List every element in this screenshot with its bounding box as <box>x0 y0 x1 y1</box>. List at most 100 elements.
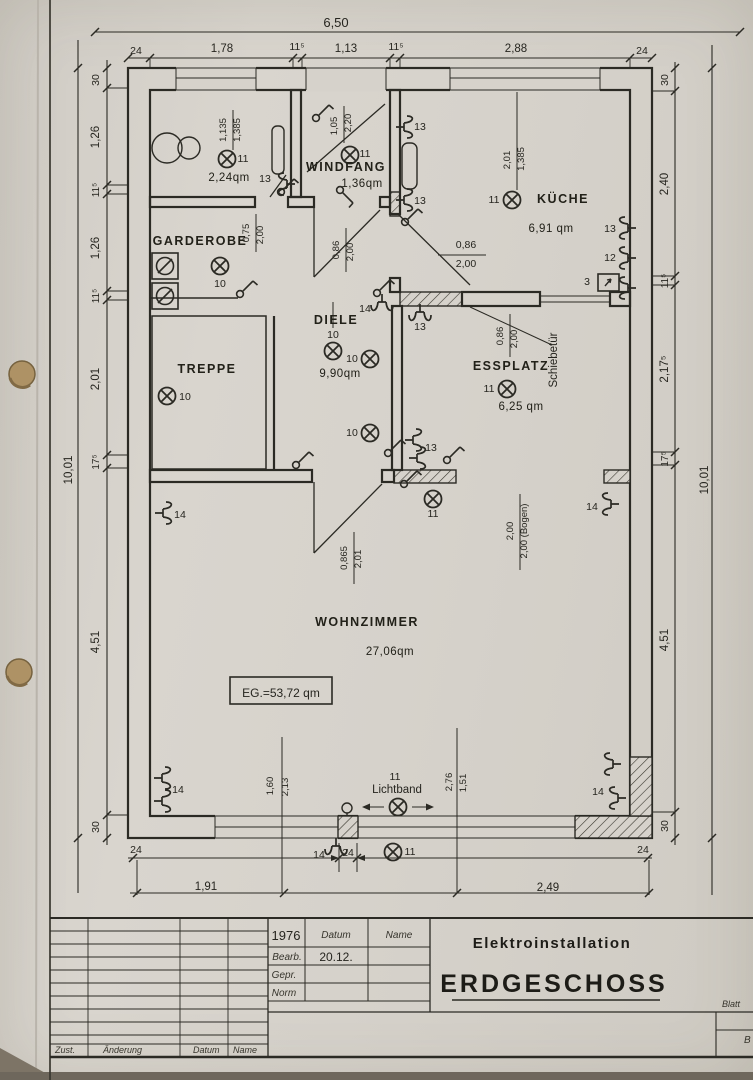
circuit-number: 14 <box>172 784 184 796</box>
dimension-label: 2,40 <box>659 173 671 195</box>
dimension-label: 30 <box>90 821 102 833</box>
dimension-label: 2,76 <box>444 773 455 792</box>
circuit-number: 11 <box>405 846 416 858</box>
circuit-number: 10 <box>214 278 226 290</box>
dimension-label: 6,50 <box>323 15 348 30</box>
year-value: 1976 <box>272 928 301 943</box>
circuit-number: 11 <box>238 153 249 165</box>
circuit-number: 13 <box>414 321 426 333</box>
room-area-label: 6,25 qm <box>498 401 543 413</box>
socket-symbol-icon <box>608 786 627 810</box>
dimension-label: 1,60 <box>265 777 276 796</box>
dimension-label: 10,01 <box>699 466 711 495</box>
devbox-symbol-icon <box>597 273 620 292</box>
circuit-number: 11 <box>390 771 401 783</box>
room-label: ESSPLATZ <box>473 359 549 373</box>
circuit-number: 12 <box>604 252 616 264</box>
datum-header: Datum <box>321 930 350 941</box>
dimension-label: 1,385 <box>516 147 527 171</box>
circuit-number: 13 <box>259 173 271 185</box>
datum-label: Datum <box>193 1045 220 1055</box>
radiator <box>401 142 418 190</box>
dimension-label: 1,91 <box>195 881 217 893</box>
switch-symbol-icon <box>400 208 424 227</box>
zust-label: Zust. <box>54 1045 75 1055</box>
annotation-label: Schiebetür <box>548 332 560 387</box>
circuit-number: 11 <box>428 508 439 520</box>
lamp-symbol-icon <box>360 349 380 369</box>
room-area-label: 1,36qm <box>341 178 382 190</box>
circuit-number: 13 <box>604 223 616 235</box>
dimension-label: 17⁵ <box>660 451 671 466</box>
dimension-label: 1,51 <box>458 774 469 793</box>
paper-crease <box>35 0 39 1080</box>
dimension-label: 2,49 <box>537 882 559 894</box>
dimension-label: 24 <box>637 844 649 856</box>
dimension-label: 1,135 <box>218 118 229 142</box>
lamp-symbol-icon <box>502 190 522 210</box>
dimension-label: 2,00 (Bogen) <box>519 504 530 559</box>
circuit-number: 11 <box>484 383 495 395</box>
socket-symbol-icon <box>370 293 394 312</box>
room-label: KÜCHE <box>537 191 589 206</box>
project-title: Elektroinstallation <box>473 935 632 952</box>
hole-punch-shadow <box>5 675 28 687</box>
hole-punch-shadow <box>8 377 31 389</box>
dimension-label: 11⁵ <box>91 183 102 198</box>
dimension-label: 2,13 <box>280 778 291 797</box>
junction-box <box>341 802 353 814</box>
aenderung-label: Änderung <box>102 1045 142 1055</box>
dimension-label: 0,86 <box>456 239 477 251</box>
room-area-label: 27,06qm <box>366 646 414 658</box>
dimension-label: 24 <box>130 844 142 856</box>
socket-symbol-icon <box>277 172 296 196</box>
socket-symbol-icon <box>153 789 172 813</box>
dimension-label: 1,26 <box>90 126 102 148</box>
dimension-label: 2,01 <box>353 550 364 569</box>
blatt-value: B <box>744 1035 751 1046</box>
dimension-label: 0,75 <box>241 224 252 243</box>
meter-symbol-icon <box>151 252 179 280</box>
room-label: WINDFANG <box>306 160 386 174</box>
lamp-symbol-icon <box>497 379 517 399</box>
socket-symbol-icon <box>618 276 637 300</box>
name-header: Name <box>386 930 413 941</box>
dimension-label: 2,88 <box>505 43 527 55</box>
circuit-number: 14 <box>313 849 325 861</box>
staircase <box>151 315 267 470</box>
socket-symbol-icon <box>601 492 620 516</box>
dimension-label: 2,00 <box>505 522 516 541</box>
photo-edge <box>0 1072 753 1080</box>
circuit-number: 10 <box>346 427 358 439</box>
circuit-number: 3 <box>584 276 590 288</box>
lamp-symbol-icon <box>360 423 380 443</box>
switch-symbol-icon <box>372 279 396 298</box>
dimension-label: 4,51 <box>90 631 102 653</box>
dimension-label: 2,00 <box>255 226 266 245</box>
dimension-label: 24 <box>342 847 354 859</box>
name-label: Name <box>233 1045 257 1055</box>
circuit-number: 13 <box>425 442 437 454</box>
lamp-symbol-icon <box>323 341 343 361</box>
dimension-label: 2,20 <box>343 114 354 133</box>
dimension-label: 30 <box>90 74 102 86</box>
window-openings <box>175 66 601 840</box>
switch-symbol-icon <box>291 451 315 470</box>
dimension-label: 2,01 <box>502 151 513 170</box>
gepr-label: Gepr. <box>272 970 297 981</box>
bearb-label: Bearb. <box>272 952 301 963</box>
revision-table <box>50 918 268 1057</box>
room-area-label: 9,90qm <box>319 368 360 380</box>
lamp-symbol-icon <box>210 256 230 276</box>
meter-symbol-icon <box>151 282 179 310</box>
dimension-label: 30 <box>659 820 671 832</box>
dimension-label: 1,385 <box>232 118 243 142</box>
sliding-door <box>540 295 610 303</box>
circuit-number: 13 <box>414 195 426 207</box>
circuit-number: 10 <box>327 329 339 341</box>
circuit-number: 11 <box>489 194 500 206</box>
title-block: 1976 Datum Name Bearb. 20.12. Gepr. Norm… <box>50 917 753 1059</box>
